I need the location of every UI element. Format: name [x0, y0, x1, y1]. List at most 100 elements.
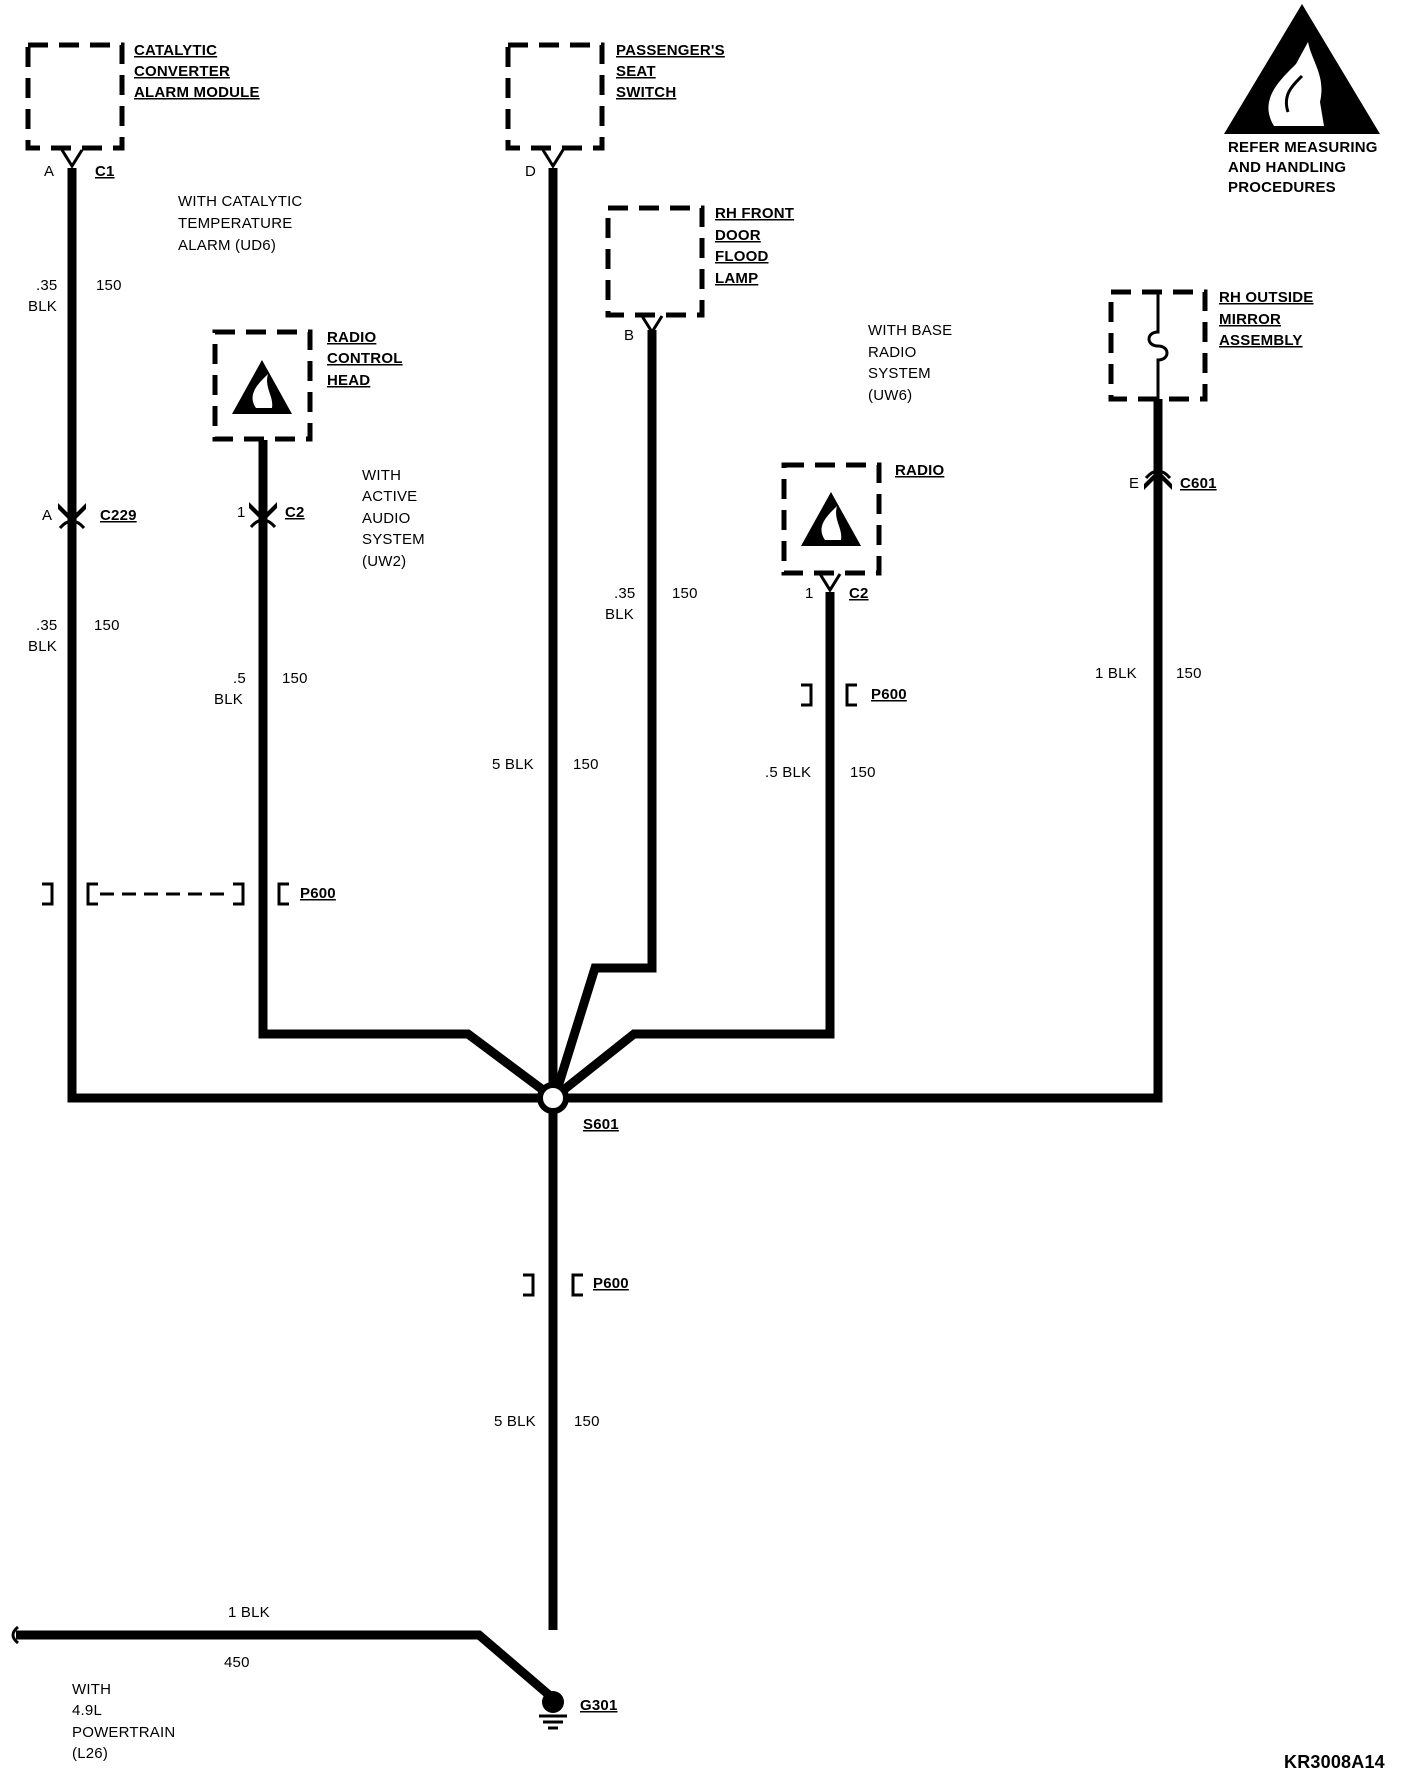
pin-flood-lamp: B: [624, 327, 634, 344]
label-rh-front-door-flood-lamp: RH FRONT DOOR FLOOD LAMP: [715, 205, 794, 287]
wire-powertrain-ground: [16, 1630, 552, 1699]
svg-text:CATALYTIC: CATALYTIC: [134, 42, 217, 59]
esd-icon: [801, 492, 861, 546]
note-active-audio: WITH ACTIVE AUDIO SYSTEM (UW2): [362, 467, 425, 570]
esd-icon: [232, 360, 292, 414]
svg-text:WITH BASE: WITH BASE: [868, 322, 952, 339]
wire-1-size: .35: [36, 277, 57, 294]
svg-text:AUDIO: AUDIO: [362, 510, 411, 527]
ground-g301-label: G301: [580, 1697, 618, 1714]
connector-c601-label: C601: [1180, 475, 1217, 492]
wire-7-circuit: 150: [1176, 665, 1202, 682]
wire-4-label: 5 BLK: [492, 756, 534, 773]
p600-bracket-left-wire: [42, 882, 98, 906]
label-rh-outside-mirror-assembly: RH OUTSIDE MIRROR ASSEMBLY: [1219, 289, 1314, 349]
wire-flood-lamp: [552, 330, 657, 1092]
passengers-seat-switch-box: [505, 42, 605, 151]
svg-text:SYSTEM: SYSTEM: [868, 365, 931, 382]
radio-box: [781, 462, 882, 576]
svg-text:FLOOD: FLOOD: [715, 248, 769, 265]
ground-icon: [539, 1691, 567, 1730]
wire-5-circuit: 150: [672, 585, 698, 602]
splice-s601-label: S601: [583, 1116, 619, 1133]
pin-seat-switch: D: [525, 163, 536, 180]
connector-c229-symbol: [58, 503, 86, 530]
wire-3-color: BLK: [214, 691, 243, 708]
wire-3-circuit: 150: [282, 670, 308, 687]
figure-code: KR3008A14: [1284, 1752, 1385, 1772]
svg-text:ASSEMBLY: ASSEMBLY: [1219, 332, 1303, 349]
wire-radio: [553, 592, 835, 1100]
svg-text:RH OUTSIDE: RH OUTSIDE: [1219, 289, 1314, 306]
note-catalytic-alarm: WITH CATALYTIC TEMPERATURE ALARM (UD6): [178, 193, 302, 254]
svg-text:ALARM MODULE: ALARM MODULE: [134, 84, 260, 101]
note-base-radio: WITH BASE RADIO SYSTEM (UW6): [868, 322, 952, 404]
svg-text:CONTROL: CONTROL: [327, 350, 403, 367]
wire-7-label: 1 BLK: [1095, 665, 1137, 682]
connector-c1-label: C1: [95, 163, 115, 180]
label-catalytic-converter-alarm-module: CATALYTIC CONVERTER ALARM MODULE: [134, 42, 260, 101]
splice-s601-node: [537, 1082, 569, 1114]
svg-text:(UW6): (UW6): [868, 387, 912, 404]
svg-text:(L26): (L26): [72, 1745, 108, 1762]
label-passengers-seat-switch: PASSENGER'S SEAT SWITCH: [616, 42, 725, 101]
svg-text:PASSENGER'S: PASSENGER'S: [616, 42, 725, 59]
connector-c601-symbol: [1144, 469, 1172, 490]
connector-seat-symbol: [541, 149, 565, 169]
svg-text:(UW2): (UW2): [362, 553, 406, 570]
wire-2-circuit: 150: [94, 617, 120, 634]
svg-text:WITH CATALYTIC: WITH CATALYTIC: [178, 193, 302, 210]
p600-label-center: P600: [593, 1275, 629, 1292]
connector-radio-c2-symbol: [818, 573, 842, 593]
svg-text:CONVERTER: CONVERTER: [134, 63, 230, 80]
svg-text:HEAD: HEAD: [327, 372, 370, 389]
wire-1-color: BLK: [28, 298, 57, 315]
connector-flood-symbol: [640, 315, 664, 335]
wire-9-circuit: 450: [224, 1654, 250, 1671]
connector-radio-head-c2-symbol: [249, 502, 277, 529]
wire-8-circuit: 150: [574, 1413, 600, 1430]
pin-radio-c2: 1: [805, 585, 814, 602]
esd-warning-icon: [1224, 4, 1380, 134]
svg-text:WITH: WITH: [362, 467, 401, 484]
pin-c1: A: [44, 163, 54, 180]
label-radio: RADIO: [895, 462, 944, 479]
wire-3-size: .5: [233, 670, 246, 687]
svg-text:PROCEDURES: PROCEDURES: [1228, 179, 1336, 196]
svg-text:RADIO: RADIO: [895, 462, 944, 479]
svg-text:SYSTEM: SYSTEM: [362, 531, 425, 548]
p600-bracket-radio-wire: [801, 683, 857, 707]
wires: [16, 168, 1163, 1699]
wire-4-circuit: 150: [573, 756, 599, 773]
wire-2-color: BLK: [28, 638, 57, 655]
p600-label-left: P600: [300, 885, 336, 902]
svg-text:SEAT: SEAT: [616, 63, 656, 80]
svg-text:4.9L: 4.9L: [72, 1702, 102, 1719]
p600-bracket-center-wire: [523, 1273, 583, 1297]
svg-text:DOOR: DOOR: [715, 227, 761, 244]
note-esd-warning: REFER MEASURING AND HANDLING PROCEDURES: [1228, 139, 1378, 196]
connector-c229-label: C229: [100, 507, 137, 524]
svg-text:ALARM (UD6): ALARM (UD6): [178, 237, 276, 254]
svg-text:ACTIVE: ACTIVE: [362, 488, 417, 505]
svg-text:RH FRONT: RH FRONT: [715, 205, 794, 222]
svg-text:RADIO: RADIO: [868, 344, 917, 361]
svg-text:TEMPERATURE: TEMPERATURE: [178, 215, 292, 232]
label-radio-control-head: RADIO CONTROL HEAD: [327, 329, 403, 389]
rh-front-door-flood-lamp-box: [605, 205, 705, 318]
pin-c601: E: [1129, 475, 1139, 492]
mirror-heater-element-icon: [1147, 292, 1169, 400]
connector-c1-symbol: [60, 149, 84, 169]
svg-text:RADIO: RADIO: [327, 329, 376, 346]
svg-text:SWITCH: SWITCH: [616, 84, 676, 101]
catalytic-converter-alarm-module-box: [25, 42, 125, 151]
p600-bracket-radio-head-wire: [233, 882, 289, 906]
wire-catalytic-module: [67, 168, 553, 1103]
wire-1-circuit: 150: [96, 277, 122, 294]
svg-text:AND HANDLING: AND HANDLING: [1228, 159, 1346, 176]
connector-radio-head-c2-label: C2: [285, 504, 305, 521]
svg-text:REFER MEASURING: REFER MEASURING: [1228, 139, 1378, 156]
svg-text:MIRROR: MIRROR: [1219, 311, 1281, 328]
wire-5-color: BLK: [605, 606, 634, 623]
